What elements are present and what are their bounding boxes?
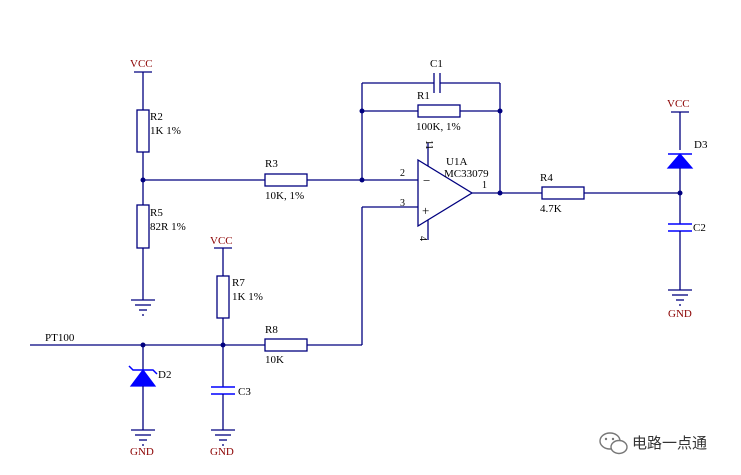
r3-value: 10K, 1% (265, 190, 304, 202)
r1-resistor (417, 104, 461, 118)
vcc-mid-label: VCC (210, 235, 233, 247)
r1-value: 100K, 1% (416, 121, 461, 133)
r8-value: 10K (265, 354, 284, 366)
pt100-label: PT100 (45, 332, 75, 344)
r1-ref: R1 (417, 90, 430, 102)
pin-inv: 2 (400, 168, 405, 179)
u1-value: MC33079 (444, 168, 489, 180)
gnd-c2-label: GND (668, 308, 692, 320)
r2-ref: R2 (150, 111, 163, 123)
r8-resistor (264, 338, 308, 352)
r2-value: 1K 1% (150, 125, 181, 137)
r5-value: 82R 1% (150, 221, 186, 233)
u1-ref: U1A (446, 156, 467, 168)
opamp-minus-sign: − (423, 173, 430, 188)
c2-ref: C2 (693, 222, 706, 234)
r5-resistor (136, 204, 150, 249)
gnd-left-symbol (131, 299, 155, 316)
opamp-plus-sign: + (422, 203, 429, 218)
wechat-icon (599, 432, 628, 455)
vcc-mid-symbol: VCC (210, 235, 233, 276)
pin-out: 1 (482, 180, 487, 191)
r2-resistor (136, 109, 150, 153)
pin-vplus: 11 (423, 140, 434, 150)
gnd-d2-symbol (131, 429, 155, 446)
opamp-u1a (417, 158, 474, 228)
r5-ref: R5 (150, 207, 163, 219)
d3-diode (666, 153, 694, 169)
gnd-c2-symbol (668, 289, 692, 306)
pin-noninv: 3 (400, 198, 405, 209)
junction-out (497, 190, 503, 196)
r4-resistor (541, 186, 585, 200)
d3-ref: D3 (694, 139, 708, 151)
pin-vminus: 4 (417, 236, 428, 241)
vcc-right-label: VCC (667, 98, 690, 110)
r3-ref: R3 (265, 158, 278, 170)
vcc-left-label: VCC (130, 58, 153, 70)
vcc-left-symbol: VCC (130, 58, 153, 110)
gnd-c3-label: GND (210, 446, 234, 458)
r4-value: 4.7K (540, 203, 562, 215)
r4-ref: R4 (540, 172, 553, 184)
gnd-d2-label: GND (130, 446, 154, 458)
r7-ref: R7 (232, 277, 245, 289)
r8-ref: R8 (265, 324, 278, 336)
d2-zener-diode (128, 365, 158, 387)
c1-ref: C1 (430, 58, 443, 70)
d2-ref: D2 (158, 369, 171, 381)
r7-value: 1K 1% (232, 291, 263, 303)
r7-resistor (216, 275, 230, 319)
gnd-c3-symbol (211, 429, 235, 446)
watermark-text: 电路一点通 (632, 434, 707, 452)
r3-resistor (264, 173, 308, 187)
c3-ref: C3 (238, 386, 251, 398)
vcc-right-symbol: VCC (667, 98, 690, 150)
